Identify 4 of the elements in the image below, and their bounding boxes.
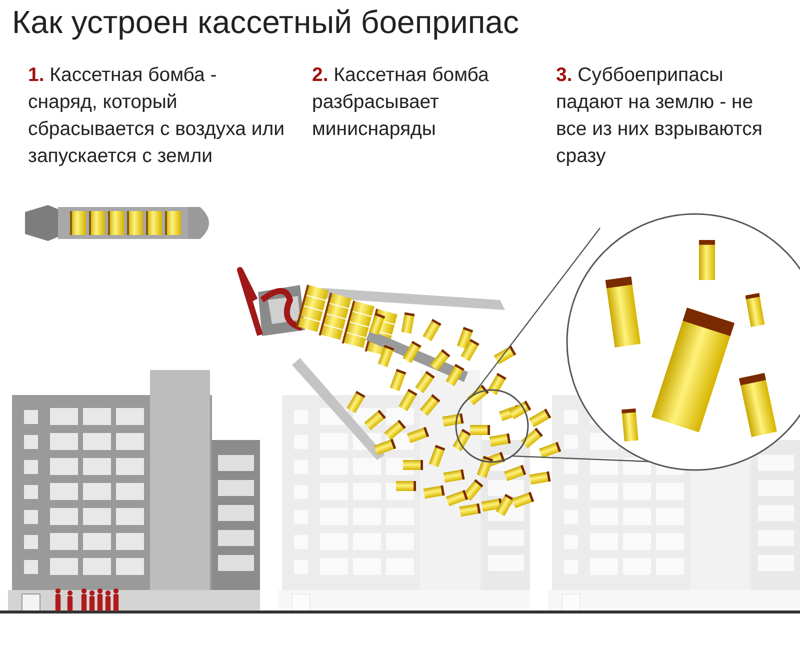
- title: Как устроен кассетный боеприпас: [12, 4, 519, 41]
- step-description: 1. Кассетная бомба - снаряд, который сбрасывается с воздуха или запускается с земли: [28, 63, 286, 169]
- step-description: 3. Суббоеприпасы падают на землю - не все из них взрываются сразу: [556, 63, 764, 169]
- step-description: 2. Кассетная бомба разбрасывает миниснаряды: [312, 63, 490, 142]
